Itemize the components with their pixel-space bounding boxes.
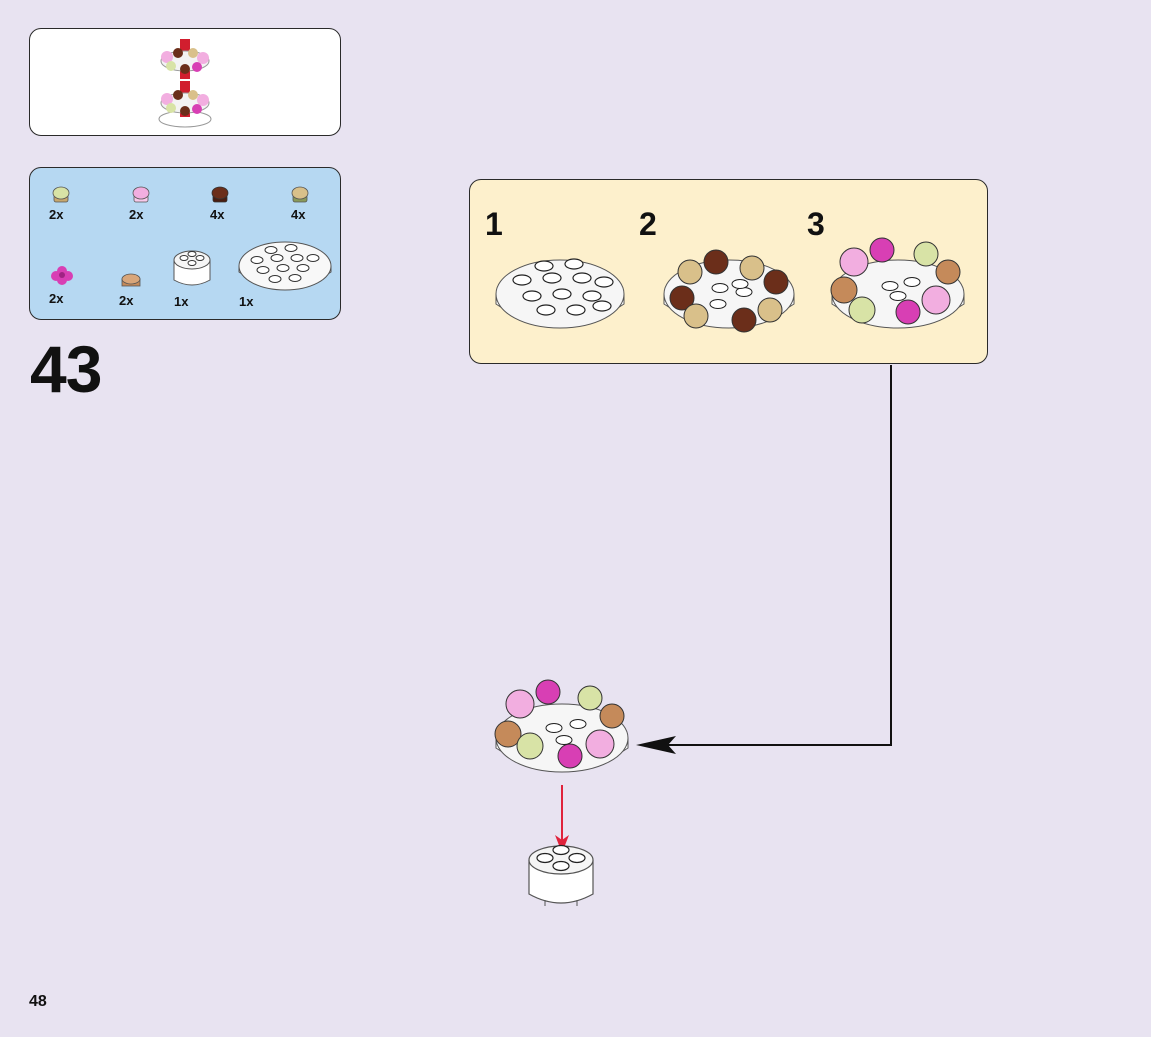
- model-preview-panel: [29, 28, 341, 136]
- part-qty: 1x: [239, 294, 254, 309]
- parts-list-panel: 2x 2x 4x 4x 2x 2x 1x: [29, 167, 341, 320]
- two-tier-cupcake-stand-icon: [158, 39, 212, 128]
- part-qty: 1x: [174, 294, 189, 309]
- white-round-brick-icon: [173, 250, 211, 286]
- part-qty: 2x: [49, 291, 64, 306]
- nougat-round-plate-icon: [121, 273, 141, 287]
- part-qty: 2x: [129, 207, 144, 222]
- full-cupcake-tier-icon: [830, 237, 965, 329]
- substep-label-2: 2: [639, 206, 657, 242]
- brown-cupcake-icon: [211, 186, 229, 203]
- plate-with-brown-cupcakes-icon: [663, 249, 795, 333]
- assembly-cupcake-tier-icon: [494, 679, 629, 773]
- substep-label-3: 3: [807, 206, 825, 242]
- round-plate-studs-icon: [495, 258, 625, 329]
- round-brick-2x2-icon: [528, 844, 594, 906]
- part-qty: 4x: [291, 207, 306, 222]
- tan-cupcake-icon: [291, 186, 309, 203]
- part-qty: 4x: [210, 207, 225, 222]
- part-qty: 2x: [49, 207, 64, 222]
- page-number: 48: [29, 993, 47, 1010]
- white-round-plate-icon: [238, 241, 332, 291]
- substep-callout-panel: 1 2 3: [469, 179, 988, 364]
- sand-green-cupcake-icon: [52, 186, 70, 203]
- step-number: 43: [30, 332, 102, 406]
- part-qty: 2x: [119, 293, 134, 308]
- magenta-flower-icon: [51, 266, 73, 285]
- light-pink-cupcake-icon: [132, 186, 150, 203]
- substep-label-1: 1: [485, 206, 503, 242]
- insert-arrow-icon: [555, 785, 569, 853]
